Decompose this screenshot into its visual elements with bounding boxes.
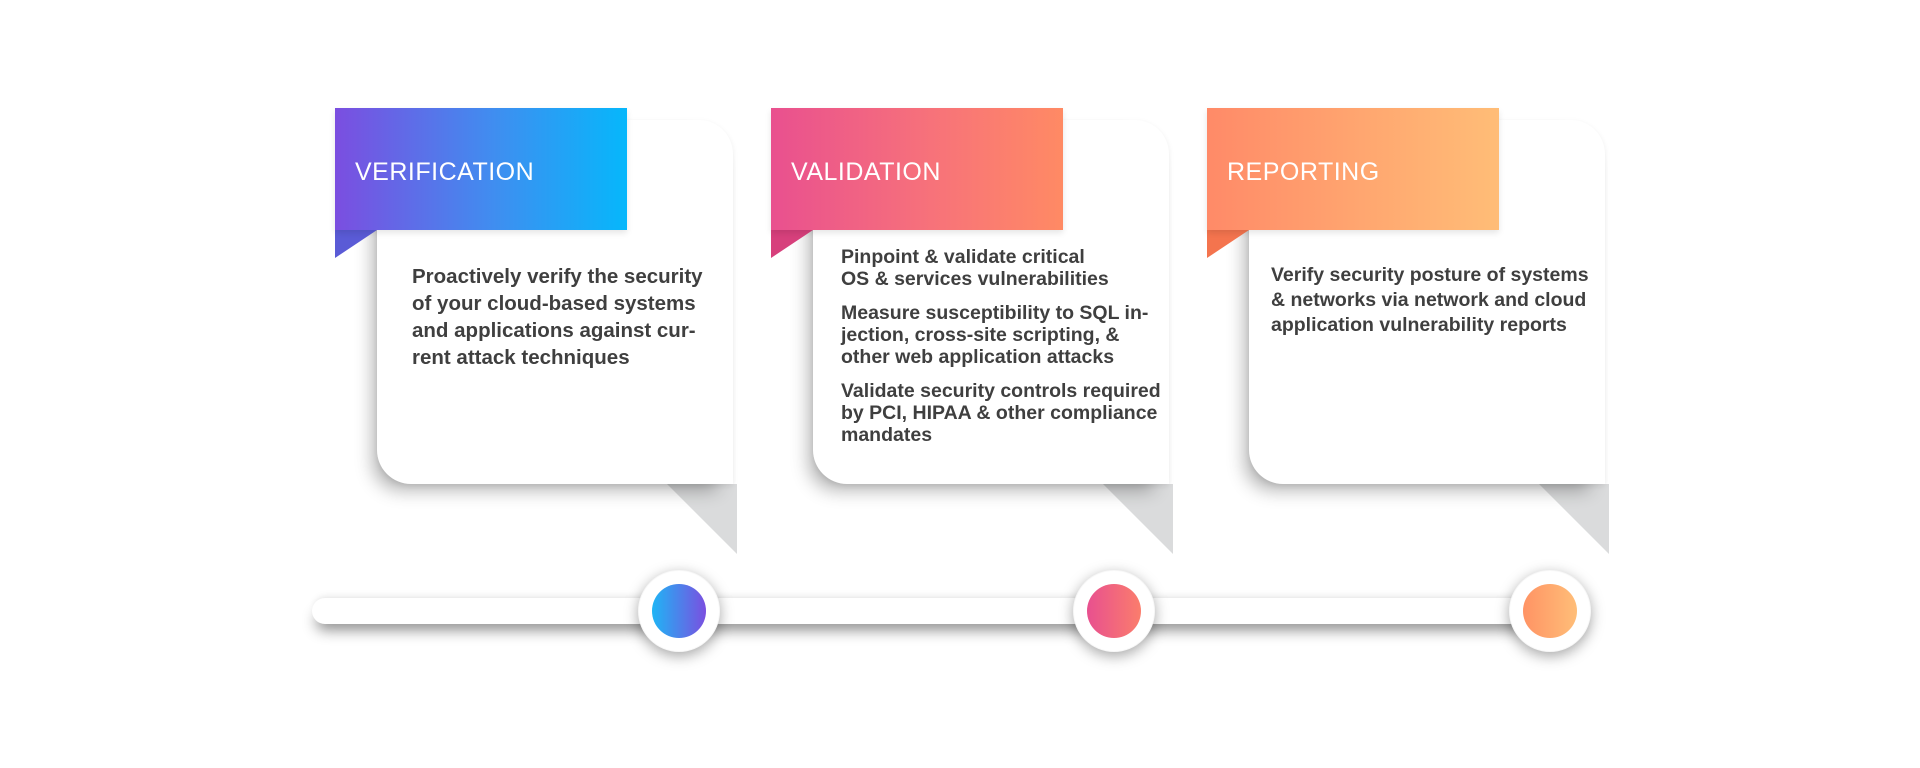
card-pointer: [667, 484, 737, 554]
card-body: Verify security posture of systems & net…: [1271, 263, 1595, 350]
card-title: VERIFICATION: [355, 158, 535, 186]
header-fold: [335, 230, 377, 258]
node-dot: [1087, 584, 1141, 638]
timeline-node-reporting: [1509, 570, 1591, 652]
card-pointer: [1103, 484, 1173, 554]
header-fold: [1207, 230, 1249, 258]
timeline-bar: [312, 598, 1582, 624]
card-body: Pinpoint & validate critical OS & servic…: [841, 246, 1163, 458]
timeline-node-verification: [638, 570, 720, 652]
node-dot: [1523, 584, 1577, 638]
header-fold: [771, 230, 813, 258]
card-title: VALIDATION: [791, 158, 941, 186]
card-header: REPORTING: [1207, 108, 1499, 230]
card-paragraph: Proactively verify the security of your …: [412, 265, 703, 369]
card-paragraph: Measure susceptibility to SQL in-jection…: [841, 302, 1149, 368]
card-header: VERIFICATION: [335, 108, 627, 230]
card-paragraph: Pinpoint & validate critical OS & servic…: [841, 246, 1109, 290]
card-paragraph: Validate security controls required by P…: [841, 380, 1161, 446]
card-title: REPORTING: [1227, 158, 1380, 186]
card-paragraph: Verify security posture of systems & net…: [1271, 264, 1589, 336]
card-pointer: [1539, 484, 1609, 554]
card-header: VALIDATION: [771, 108, 1063, 230]
node-dot: [652, 584, 706, 638]
timeline-node-validation: [1073, 570, 1155, 652]
card-body: Proactively verify the security of your …: [412, 263, 712, 383]
